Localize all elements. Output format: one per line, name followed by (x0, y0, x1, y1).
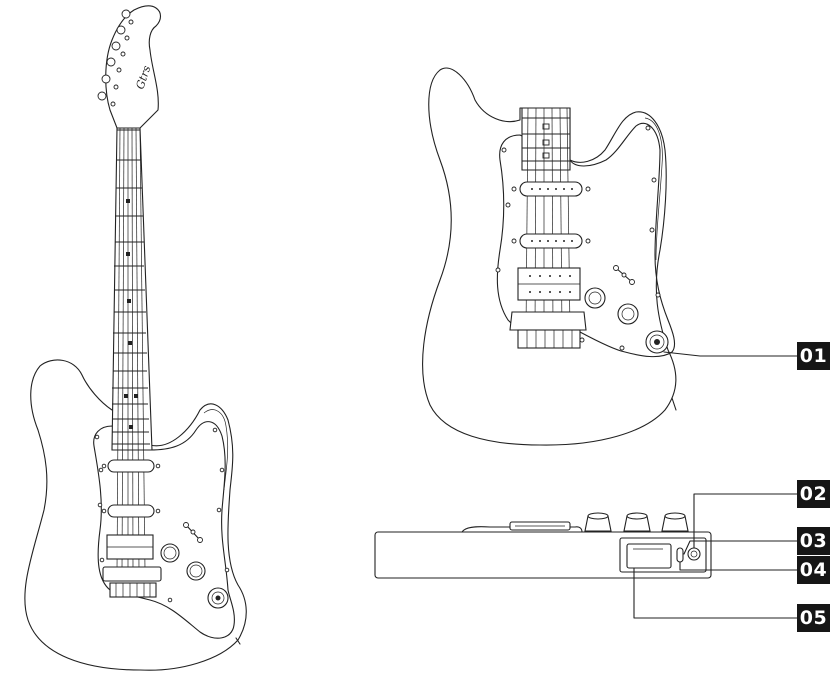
closeup-pickguard (496, 122, 676, 358)
headstock (105, 5, 162, 129)
closeup-frets (522, 117, 570, 162)
closeup-body-edge (644, 117, 663, 261)
closeup-bridge-humbucker (517, 267, 581, 301)
side-battery-cover (626, 543, 672, 569)
guitar-body-outline (24, 359, 247, 671)
side-output-jack (235, 637, 241, 645)
bridge-humbucker (106, 534, 154, 560)
closeup-middle-pickup (511, 233, 591, 249)
closeup-pickguard-screws (495, 125, 661, 351)
callout-badge-03: 03 (797, 527, 830, 555)
closeup-side-jack (671, 397, 677, 411)
callout-05-leader (633, 567, 799, 619)
strings (116, 127, 146, 571)
closeup-bridge (509, 311, 587, 349)
side-switch (676, 547, 684, 563)
closeup-pickup-selector (613, 265, 635, 285)
closeup-body-outline (422, 67, 677, 446)
callout-01-leader (663, 351, 799, 357)
pickup-selector-switch (183, 522, 203, 543)
closeup-control-knobs (584, 287, 669, 354)
brand-logo: Gtrs (133, 64, 153, 91)
pickguard-screws (94, 427, 230, 603)
full-guitar-front-view: Gtrs (24, 5, 247, 671)
side-input-jack (687, 547, 701, 561)
bridge (102, 566, 162, 598)
neck-pickup (101, 459, 161, 473)
callout-badge-05: 05 (797, 604, 830, 632)
callout-badge-02: 02 (797, 480, 830, 508)
callout-badge-01: 01 (797, 342, 830, 370)
closeup-neck (521, 107, 571, 171)
callout-03-leader (683, 540, 799, 555)
body-closeup-view (422, 67, 799, 446)
guitar-body-edge (203, 409, 229, 491)
control-knobs (160, 543, 229, 609)
tuning-pegs (97, 9, 134, 107)
callout-badge-04: 04 (797, 556, 830, 584)
callout-02-leader (693, 493, 799, 549)
side-knobs (584, 512, 689, 532)
callout-04-leader (679, 561, 799, 571)
side-edge-view (374, 493, 799, 619)
middle-pickup (101, 504, 161, 518)
closeup-neck-pickup (511, 181, 591, 197)
